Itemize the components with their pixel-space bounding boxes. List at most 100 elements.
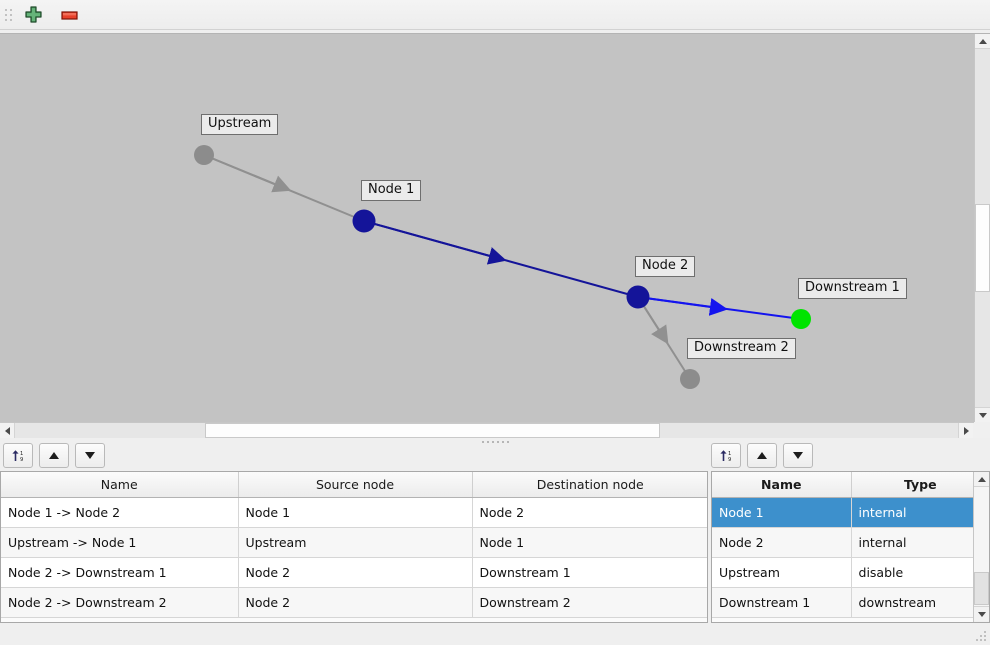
nodes-sort-button[interactable]: 1 9 bbox=[711, 442, 741, 468]
add-node-button[interactable] bbox=[18, 1, 48, 29]
edges-sort-button[interactable]: 1 9 bbox=[3, 442, 33, 468]
hscroll-track-right[interactable] bbox=[660, 423, 958, 438]
node-name-cell[interactable]: Downstream 1 bbox=[712, 587, 852, 618]
edges-table-header-row: Name Source node Destination node bbox=[1, 472, 707, 498]
svg-text:1: 1 bbox=[20, 451, 23, 457]
nodes-scroll-thumb[interactable] bbox=[974, 572, 989, 605]
triangle-down-icon bbox=[85, 451, 95, 459]
triangle-up-icon bbox=[757, 451, 767, 459]
edge-name-cell[interactable]: Node 2 -> Downstream 1 bbox=[1, 557, 239, 588]
edge-name-cell[interactable]: Upstream -> Node 1 bbox=[1, 527, 239, 558]
node-node1[interactable] bbox=[352, 209, 376, 233]
node-label-downstream2[interactable]: Downstream 2 bbox=[687, 338, 796, 359]
edges-col-name[interactable]: Name bbox=[1, 472, 239, 498]
edges-panel-toolbar: 1 9 bbox=[3, 442, 105, 468]
node-label-node2[interactable]: Node 2 bbox=[635, 256, 696, 277]
edges-col-destination[interactable]: Destination node bbox=[472, 472, 707, 498]
nodes-scroll-up-button[interactable] bbox=[974, 472, 989, 487]
svg-text:9: 9 bbox=[728, 457, 731, 463]
table-row[interactable]: Node 2 internal bbox=[712, 527, 989, 558]
nodes-table-grid: Name Type Node 1 internal Node 2 interna… bbox=[712, 472, 989, 622]
edge-destination-cell[interactable]: Node 1 bbox=[472, 527, 707, 558]
vscroll-track-top[interactable] bbox=[975, 49, 990, 204]
edge-name-cell[interactable]: Node 1 -> Node 2 bbox=[1, 497, 239, 528]
node-downstream2[interactable] bbox=[680, 369, 700, 389]
edge-name-cell[interactable]: Node 2 -> Downstream 2 bbox=[1, 587, 239, 618]
edge-source-cell[interactable]: Node 1 bbox=[238, 497, 473, 528]
nodes-col-name[interactable]: Name bbox=[712, 472, 852, 498]
edge-destination-cell[interactable]: Node 2 bbox=[472, 497, 707, 528]
nodes-col-type[interactable]: Type bbox=[851, 472, 989, 498]
vscroll-thumb[interactable] bbox=[975, 204, 990, 292]
edge-source-cell[interactable]: Upstream bbox=[238, 527, 473, 558]
triangle-down-icon bbox=[793, 451, 803, 459]
nodes-table-header-row: Name Type bbox=[712, 472, 989, 498]
node-upstream[interactable] bbox=[194, 145, 214, 165]
nodes-table-scrollbar[interactable] bbox=[973, 472, 989, 622]
window-resize-grip[interactable] bbox=[976, 631, 988, 643]
edge-node1-node2-arrow bbox=[363, 220, 507, 265]
triangle-up-icon bbox=[49, 451, 59, 459]
table-row[interactable]: Node 2 -> Downstream 2 Node 2 Downstream… bbox=[1, 587, 707, 618]
scroll-right-button[interactable] bbox=[958, 423, 973, 438]
scroll-left-button[interactable] bbox=[0, 423, 15, 438]
scroll-down-button[interactable] bbox=[975, 407, 990, 422]
nodes-move-up-button[interactable] bbox=[747, 442, 777, 468]
nodes-table[interactable]: Name Type Node 1 internal Node 2 interna… bbox=[711, 471, 990, 623]
hscroll-thumb[interactable] bbox=[205, 423, 660, 438]
main-toolbar bbox=[0, 0, 990, 30]
nodes-panel-toolbar: 1 9 bbox=[711, 442, 813, 468]
edge-source-cell[interactable]: Node 2 bbox=[238, 557, 473, 588]
nodes-table-filler bbox=[712, 617, 989, 622]
node-downstream1[interactable] bbox=[791, 309, 811, 329]
node-name-cell[interactable]: Node 2 bbox=[712, 527, 852, 558]
edge-source-cell[interactable]: Node 2 bbox=[238, 587, 473, 618]
table-row[interactable]: Node 1 -> Node 2 Node 1 Node 2 bbox=[1, 497, 707, 528]
edges-move-up-button[interactable] bbox=[39, 442, 69, 468]
svg-text:1: 1 bbox=[728, 451, 731, 457]
edges-col-source[interactable]: Source node bbox=[238, 472, 473, 498]
table-row[interactable]: Upstream -> Node 1 Upstream Node 1 bbox=[1, 527, 707, 558]
splitter-grip bbox=[481, 441, 509, 443]
edge-node2-downstream1-arrow bbox=[637, 296, 728, 316]
table-row[interactable]: Upstream disable bbox=[712, 557, 989, 588]
edges-table-filler bbox=[1, 617, 707, 622]
chevron-right-icon bbox=[963, 426, 969, 435]
node-node2[interactable] bbox=[626, 285, 650, 309]
node-type-cell[interactable]: disable bbox=[851, 557, 989, 588]
hscroll-track-left[interactable] bbox=[15, 423, 205, 438]
canvas-vertical-scrollbar[interactable] bbox=[974, 34, 990, 423]
nodes-move-down-button[interactable] bbox=[783, 442, 813, 468]
node-type-cell[interactable]: internal bbox=[851, 527, 989, 558]
nodes-scroll-track-top[interactable] bbox=[974, 487, 989, 572]
canvas-horizontal-scrollbar[interactable] bbox=[0, 422, 974, 438]
sort-ascending-icon: 1 9 bbox=[11, 449, 23, 463]
table-row[interactable]: Node 2 -> Downstream 1 Node 2 Downstream… bbox=[1, 557, 707, 588]
vscroll-track-bottom[interactable] bbox=[975, 292, 990, 407]
toolbar-drag-handle[interactable] bbox=[3, 5, 13, 25]
table-row[interactable]: Downstream 1 downstream bbox=[712, 587, 989, 618]
graph-canvas[interactable]: Upstream Node 1 Node 2 Downstream 1 Down… bbox=[0, 34, 974, 423]
node-label-downstream1[interactable]: Downstream 1 bbox=[798, 278, 907, 299]
nodes-scroll-track-bottom[interactable] bbox=[974, 605, 989, 606]
nodes-scroll-down-button[interactable] bbox=[974, 606, 989, 621]
scroll-up-button[interactable] bbox=[975, 34, 990, 49]
chevron-up-icon bbox=[978, 38, 987, 44]
remove-node-button[interactable] bbox=[54, 1, 84, 29]
edges-move-down-button[interactable] bbox=[75, 442, 105, 468]
node-label-node1[interactable]: Node 1 bbox=[361, 180, 422, 201]
edge-upstream-node1-arrow bbox=[203, 154, 292, 193]
edge-destination-cell[interactable]: Downstream 1 bbox=[472, 557, 707, 588]
panel-splitter[interactable] bbox=[0, 438, 990, 446]
edges-table[interactable]: Name Source node Destination node Node 1… bbox=[0, 471, 708, 623]
edge-destination-cell[interactable]: Downstream 2 bbox=[472, 587, 707, 618]
node-label-upstream[interactable]: Upstream bbox=[201, 114, 279, 135]
node-type-cell[interactable]: downstream bbox=[851, 587, 989, 618]
node-type-cell[interactable]: internal bbox=[851, 497, 989, 528]
node-name-cell[interactable]: Upstream bbox=[712, 557, 852, 588]
graph-canvas-frame: Upstream Node 1 Node 2 Downstream 1 Down… bbox=[0, 33, 990, 438]
svg-text:9: 9 bbox=[20, 457, 23, 463]
node-name-cell[interactable]: Node 1 bbox=[712, 497, 852, 528]
table-row[interactable]: Node 1 internal bbox=[712, 497, 989, 528]
